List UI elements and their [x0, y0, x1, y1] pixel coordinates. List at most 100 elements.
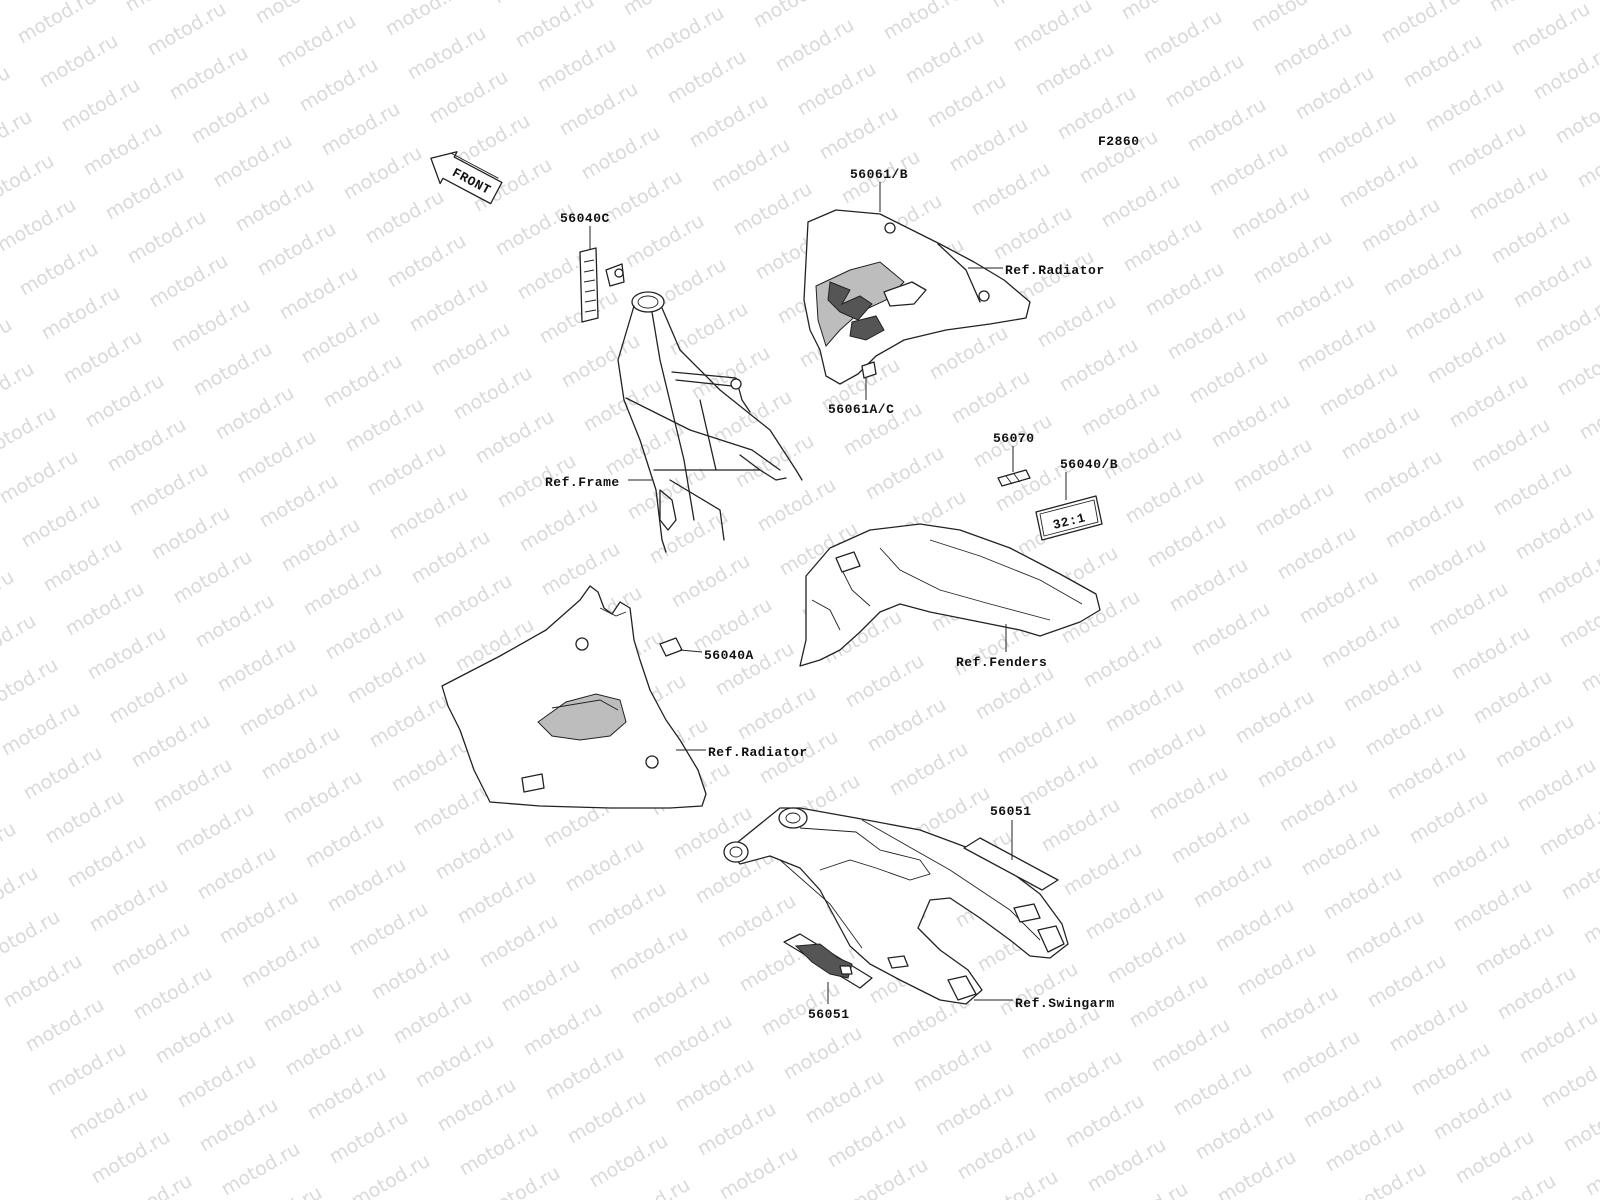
watermark-text: motod.ru	[278, 514, 364, 577]
watermark-text: motod.ru	[254, 218, 340, 281]
watermark-text: motod.ru	[1278, 1026, 1364, 1089]
watermark-text: motod.ru	[558, 330, 644, 393]
watermark-text: motod.ru	[622, 210, 708, 273]
watermark-text: motod.ru	[1358, 194, 1444, 257]
watermark-text: motod.ru	[84, 622, 170, 685]
watermark-text: motod.ru	[1426, 578, 1512, 641]
watermark-text: motod.ru	[1120, 214, 1206, 277]
watermark-text: motod.ru	[0, 906, 64, 969]
watermark-text: motod.ru	[864, 694, 950, 757]
watermark-text: motod.ru	[1206, 138, 1292, 201]
watermark-text: motod.ru	[406, 274, 492, 337]
watermark-text: motod.ru	[498, 954, 584, 1017]
watermark-text: motod.ru	[694, 1098, 780, 1161]
watermark-text: motod.ru	[1338, 402, 1424, 465]
watermark-text: motod.ru	[1166, 554, 1252, 617]
watermark-text: motod.ru	[426, 66, 512, 129]
watermark-text: motod.ru	[556, 78, 642, 141]
watermark-text: motod.ru	[492, 198, 578, 261]
watermark-text: motod.ru	[1098, 170, 1184, 233]
watermark-text: motod.ru	[216, 886, 302, 949]
callout-56051-bottom: 56051	[808, 1007, 850, 1022]
watermark-text: motod.ru	[802, 1066, 888, 1129]
watermark-text: motod.ru	[1122, 466, 1208, 529]
watermark-text: motod.ru	[104, 414, 190, 477]
watermark-text: motod.ru	[1146, 762, 1232, 825]
watermark-text: motod.ru	[304, 1062, 390, 1125]
watermark-text: motod.ru	[126, 458, 212, 521]
watermark-text: motod.ru	[902, 26, 988, 89]
watermark-text: motod.ru	[1488, 206, 1574, 269]
watermark-text: motod.ru	[1186, 346, 1272, 409]
watermark-text: motod.ru	[842, 650, 928, 713]
watermark-text: motod.ru	[236, 678, 322, 741]
watermark-text: motod.ru	[256, 470, 342, 533]
watermark-text: motod.ru	[1508, 0, 1594, 60]
watermark-text: motod.ru	[1256, 982, 1342, 1045]
watermark-text: motod.ru	[846, 1154, 932, 1200]
watermark-text: motod.ru	[1010, 0, 1096, 56]
watermark-text: motod.ru	[322, 602, 408, 665]
watermark-text: motod.ru	[0, 150, 58, 213]
watermark-text: motod.ru	[238, 930, 324, 993]
watermark-text: motod.ru	[146, 250, 232, 313]
watermark-text: motod.ru	[64, 830, 150, 893]
watermark-text: motod.ru	[734, 682, 820, 745]
watermark-text: motod.ru	[1344, 1158, 1430, 1200]
watermark-text: motod.ru	[60, 326, 146, 389]
watermark-text: motod.ru	[1450, 874, 1536, 937]
watermark-text: motod.ru	[450, 362, 536, 425]
watermark-text: motod.ru	[1292, 62, 1378, 125]
callout-56061b: 56061/B	[850, 167, 908, 182]
watermark-text: motod.ru	[340, 142, 426, 205]
callout-56040a: 56040A	[704, 648, 754, 663]
watermark-text: motod.ru	[946, 114, 1032, 177]
watermark-text: motod.ru	[1446, 370, 1532, 433]
watermark-text: motod.ru	[346, 898, 432, 961]
watermark-text: motod.ru	[910, 1034, 996, 1097]
watermark-text: motod.ru	[456, 1118, 542, 1181]
watermark-text: motod.ru	[1192, 1102, 1278, 1165]
watermark-text: motod.ru	[1032, 38, 1118, 101]
watermark-text: motod.ru	[384, 230, 470, 293]
watermark-text: motod.ru	[1380, 238, 1466, 301]
watermark-text: motod.ru	[516, 494, 602, 557]
watermark-text: motod.ru	[1142, 258, 1228, 321]
watermark-text: motod.ru	[326, 1106, 412, 1169]
watermark-text: motod.ru	[188, 86, 274, 149]
watermark-text: motod.ru	[174, 1050, 260, 1113]
watermark-text: motod.ru	[1252, 478, 1338, 541]
callout-56070: 56070	[993, 431, 1035, 446]
watermark-text: motod.ru	[1144, 510, 1230, 573]
watermark-text: motod.ru	[44, 1038, 130, 1101]
watermark-text: motod.ru	[606, 922, 692, 985]
watermark-text: motod.ru	[1448, 622, 1534, 685]
watermark-text: motod.ru	[754, 474, 840, 537]
watermark-text: motod.ru	[1360, 446, 1446, 509]
watermark-text: motod.ru	[144, 0, 230, 60]
watermark-text: motod.ru	[320, 350, 406, 413]
watermark-text: motod.ru	[1078, 378, 1164, 441]
watermark-text: motod.ru	[302, 810, 388, 873]
decal-56040b-drawing: 32:1	[1035, 495, 1103, 541]
watermark-text: motod.ru	[990, 202, 1076, 265]
decal-56051-right-drawing	[963, 837, 1059, 891]
watermark-text: motod.ru	[368, 942, 454, 1005]
watermark-text: motod.ru	[1184, 94, 1270, 157]
watermark-text: motod.ru	[476, 910, 562, 973]
watermark-text: motod.ru	[382, 0, 468, 40]
watermark-text: motod.ru	[210, 130, 296, 193]
watermark-text: motod.ru	[106, 666, 192, 729]
watermark-text: motod.ru	[1038, 794, 1124, 857]
watermark-text: motod.ru	[166, 42, 252, 105]
watermark-text: motod.ru	[1208, 390, 1294, 453]
watermark-text: motod.ru	[40, 534, 126, 597]
watermark-text: motod.ru	[664, 46, 750, 109]
watermark-text: motod.ru	[232, 174, 318, 237]
watermark-text: motod.ru	[1510, 250, 1596, 313]
watermark-text: motod.ru	[1040, 1046, 1126, 1109]
callout-ref-frame: Ref.Frame	[545, 475, 620, 490]
watermark-text: motod.ru	[342, 394, 428, 457]
watermark-text: motod.ru	[14, 0, 100, 48]
watermark-text: motod.ru	[1514, 754, 1600, 817]
